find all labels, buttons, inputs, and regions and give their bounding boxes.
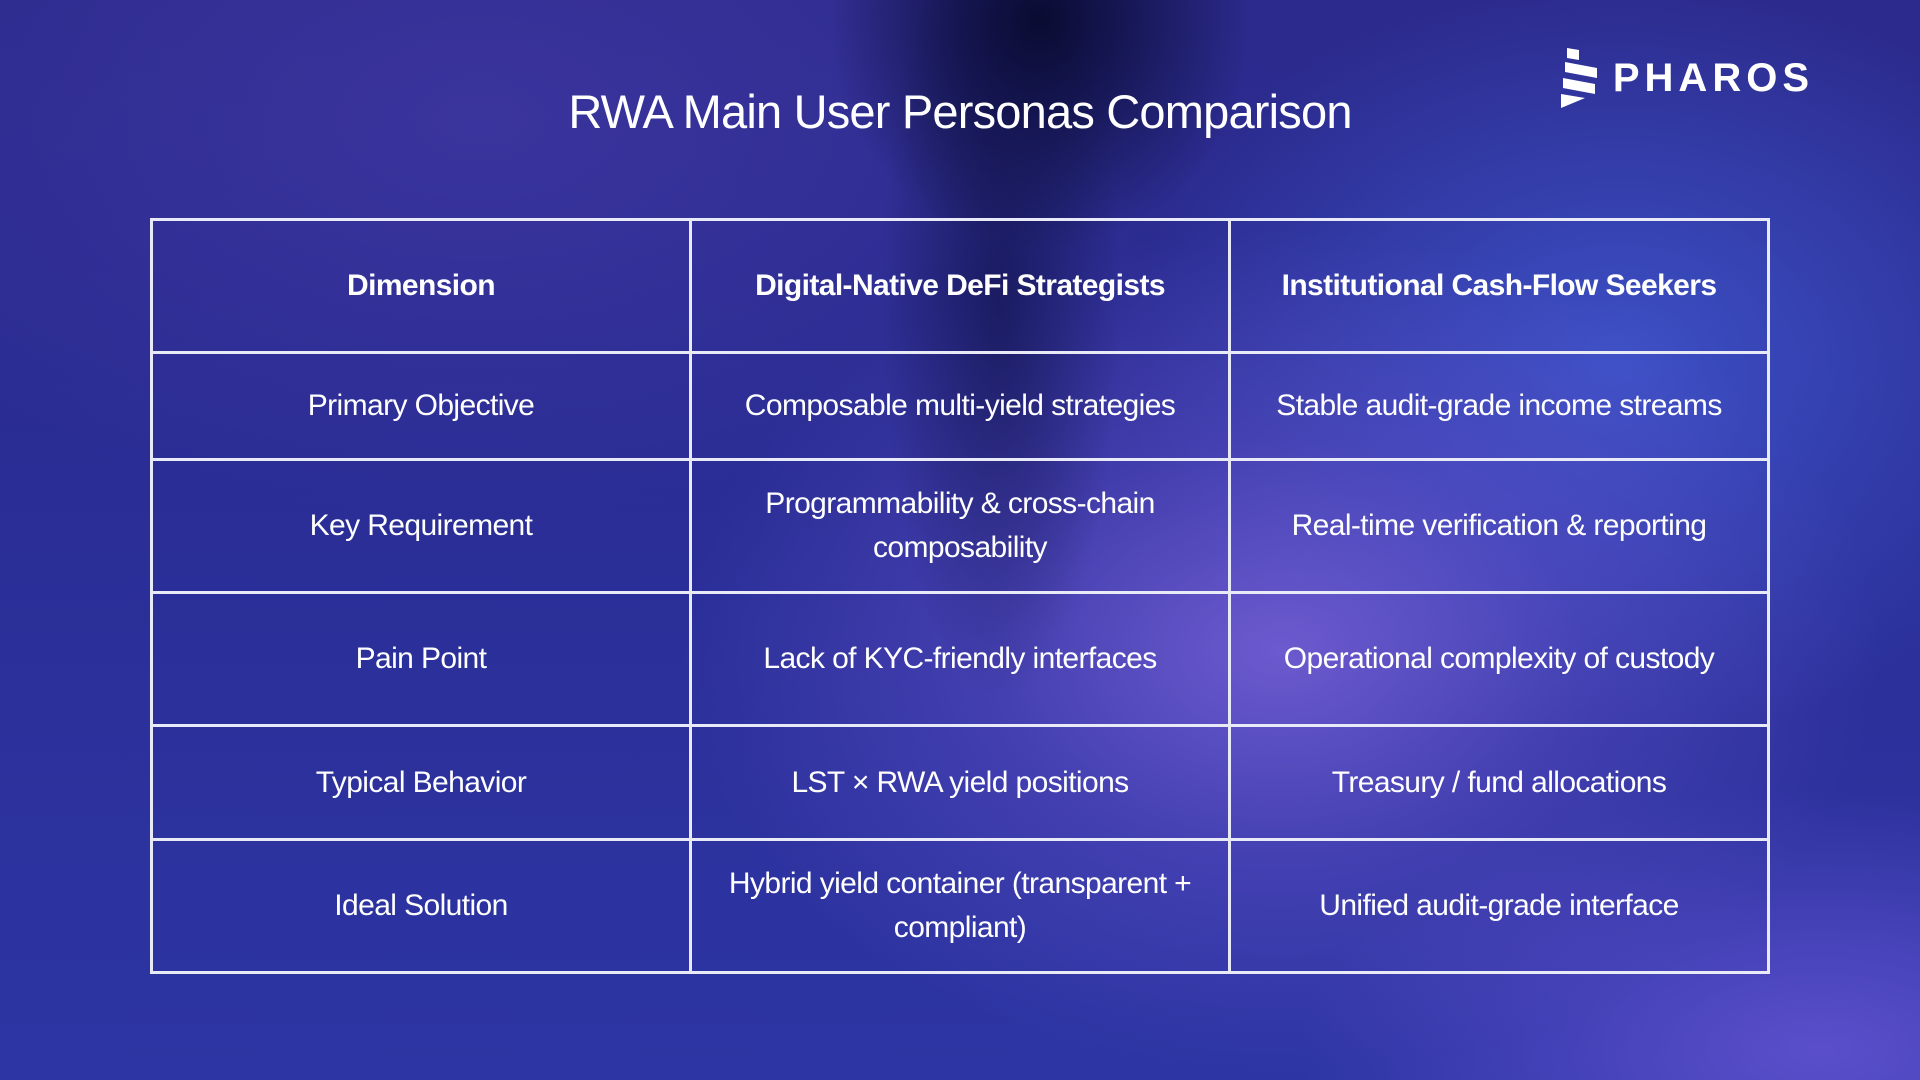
persona-comparison-table: Dimension Digital-Native DeFi Strategist…: [150, 218, 1770, 974]
row-defi-cell: Lack of KYC-friendly interfaces: [689, 591, 1231, 727]
row-institutional-cell: Real-time verification & reporting: [1228, 458, 1770, 594]
header-dimension: Dimension: [150, 218, 692, 354]
row-dimension-cell: Pain Point: [150, 591, 692, 727]
table-row: Pain Point Lack of KYC-friendly interfac…: [150, 591, 1770, 727]
page-title: RWA Main User Personas Comparison: [568, 85, 1352, 138]
table-row: Typical Behavior LST × RWA yield positio…: [150, 724, 1770, 841]
row-dimension-cell: Typical Behavior: [150, 724, 692, 841]
header-institutional-seekers: Institutional Cash-Flow Seekers: [1228, 218, 1770, 354]
row-defi-cell: LST × RWA yield positions: [689, 724, 1231, 841]
table-row: Key Requirement Programmability & cross-…: [150, 458, 1770, 594]
table-header-row: Dimension Digital-Native DeFi Strategist…: [150, 218, 1770, 354]
row-dimension-cell: Ideal Solution: [150, 838, 692, 974]
row-institutional-cell: Treasury / fund allocations: [1228, 724, 1770, 841]
table-row: Ideal Solution Hybrid yield container (t…: [150, 838, 1770, 974]
row-institutional-cell: Unified audit-grade interface: [1228, 838, 1770, 974]
row-defi-cell: Composable multi-yield strategies: [689, 351, 1231, 461]
row-institutional-cell: Stable audit-grade income streams: [1228, 351, 1770, 461]
row-defi-cell: Hybrid yield container (transparent + co…: [689, 838, 1231, 974]
row-dimension-cell: Key Requirement: [150, 458, 692, 594]
row-institutional-cell: Operational complexity of custody: [1228, 591, 1770, 727]
brand-logo: PHAROS: [1560, 48, 1814, 108]
pharos-logo-icon: [1560, 48, 1597, 108]
table-row: Primary Objective Composable multi-yield…: [150, 351, 1770, 461]
row-dimension-cell: Primary Objective: [150, 351, 692, 461]
header-defi-strategists: Digital-Native DeFi Strategists: [689, 218, 1231, 354]
brand-name: PHAROS: [1612, 55, 1814, 100]
row-defi-cell: Programmability & cross-chain composabil…: [689, 458, 1231, 594]
